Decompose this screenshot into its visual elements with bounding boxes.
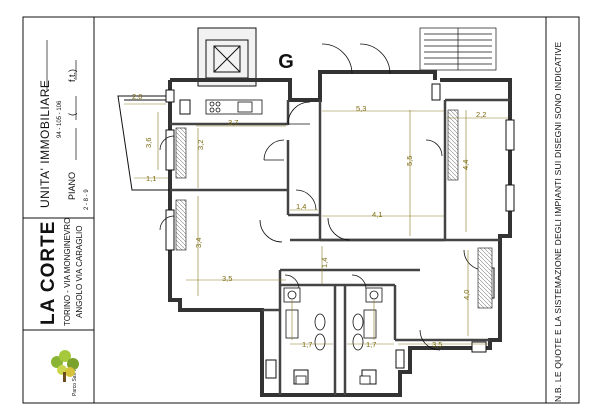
dimension-label: 1,4	[320, 257, 329, 268]
closet-hatch	[175, 199, 187, 251]
elevator-core	[197, 27, 257, 87]
closet-hatch	[447, 109, 459, 181]
bathroom-fixtures	[283, 287, 383, 385]
dimension-label: 3,7	[228, 118, 239, 127]
dimension-label: 3,2	[196, 139, 205, 150]
dimension-label: 3,5	[222, 274, 233, 283]
sheet-border	[22, 16, 580, 404]
dimension-label: 4,4	[461, 159, 470, 170]
dimension-label: 1,1	[146, 174, 157, 183]
outer-walls	[168, 70, 512, 397]
door-swings	[159, 43, 485, 351]
dimension-label: 2,0	[132, 92, 143, 101]
balcony-left	[117, 95, 172, 191]
dimension-label: 1,7	[302, 340, 313, 349]
dimension-label: 4,1	[372, 210, 383, 219]
interior-walls	[170, 98, 510, 395]
dimension-label: 1,4	[296, 202, 307, 211]
dimension-label: 1,7	[366, 340, 377, 349]
closet-hatch	[477, 247, 493, 309]
dimension-label: 3,5	[432, 340, 443, 349]
dimension-label: 4,0	[462, 289, 471, 300]
dimension-label: 2,2	[476, 110, 487, 119]
garden-letter: G	[278, 51, 294, 73]
staircase	[419, 27, 497, 71]
closet-hatch	[175, 127, 187, 179]
tree-logo-icon	[51, 350, 79, 382]
dimension-label: 5,5	[405, 155, 414, 166]
kitchen-counter	[205, 99, 263, 115]
dimension-label: 5,3	[356, 104, 367, 113]
dimension-lines	[124, 103, 508, 345]
dimension-label: 3,6	[144, 137, 153, 148]
dimension-label: 3,4	[194, 237, 203, 248]
